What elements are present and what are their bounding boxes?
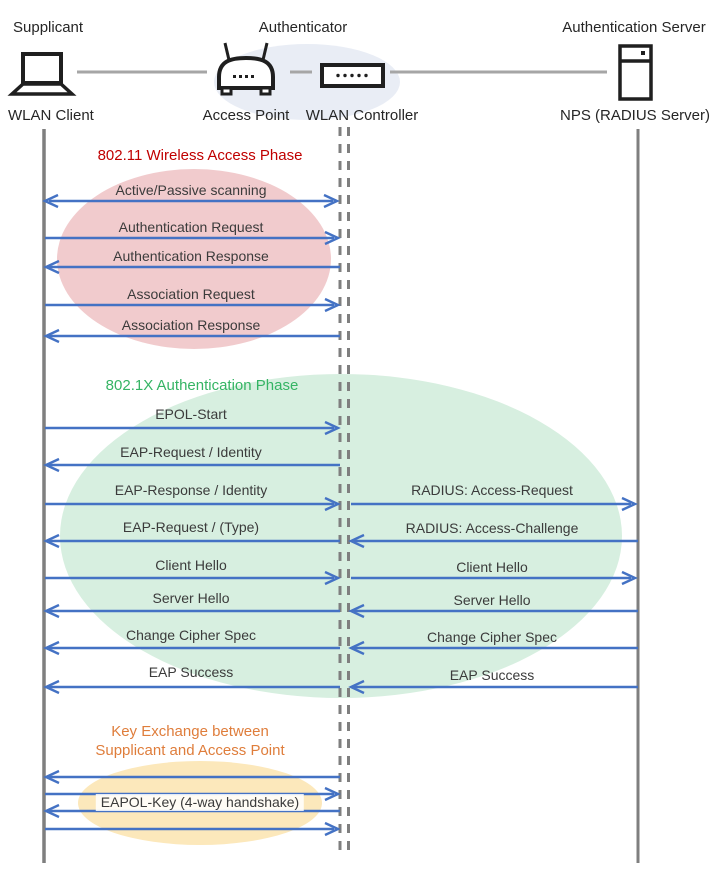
- message-label: Change Cipher Spec: [126, 627, 256, 643]
- message-label: RADIUS: Access-Request: [411, 482, 573, 498]
- access-point-icon: [217, 42, 275, 96]
- message-label: Client Hello: [456, 559, 528, 575]
- device-label-nps-server: NPS (RADIUS Server): [559, 107, 711, 124]
- message-label: RADIUS: Access-Challenge: [405, 520, 579, 536]
- arrow-eap-success-right: [348, 679, 638, 695]
- message-label: EAP-Request / (Type): [122, 519, 260, 535]
- message-label: Client Hello: [155, 557, 227, 573]
- message-label: Active/Passive scanning: [115, 182, 267, 198]
- arrow-client-hello-left: [45, 570, 341, 586]
- message-label: Server Hello: [453, 592, 531, 608]
- arrow-change-cipher-spec-left: [43, 640, 340, 656]
- arrow-eapol-key-1: [43, 769, 340, 785]
- laptop-icon: [7, 52, 77, 96]
- arrow-eap-request-type: [43, 533, 340, 549]
- device-label-access-point: Access Point: [202, 107, 290, 124]
- message-label: Association Response: [121, 317, 261, 333]
- message-label: EAP Success: [148, 664, 234, 680]
- message-label: Authentication Request: [118, 219, 264, 235]
- message-label-eapol-key: EAPOL-Key (4-way handshake): [95, 794, 305, 811]
- arrow-association-response: [43, 328, 340, 344]
- arrow-eap-response-identity: [45, 496, 341, 512]
- arrow-authentication-response: [43, 259, 340, 275]
- message-label: EAP Success: [449, 667, 535, 683]
- message-label: Change Cipher Spec: [427, 629, 557, 645]
- message-label: Association Request: [127, 286, 255, 302]
- role-authentication-server: Authentication Server: [562, 19, 706, 36]
- lifeline-wlan-controller: [338, 127, 350, 857]
- role-supplicant: Supplicant: [13, 19, 84, 36]
- arrow-epol-start: [45, 420, 341, 436]
- arrow-change-cipher-spec-right: [348, 640, 638, 656]
- device-label-wlan-controller: WLAN Controller: [305, 107, 419, 124]
- message-label: Authentication Response: [113, 248, 269, 264]
- message-label: EAP-Request / Identity: [120, 444, 262, 460]
- arrow-eap-success-left: [43, 679, 340, 695]
- arrow-authentication-request: [45, 230, 341, 246]
- role-authenticator: Authenticator: [258, 19, 348, 36]
- arrow-eapol-key-3: [43, 803, 340, 819]
- arrow-active-passive-scanning: [42, 193, 340, 209]
- message-label: EAP-Response / Identity: [114, 482, 268, 498]
- arrow-client-hello-right: [351, 570, 638, 586]
- wlan-controller-icon: [320, 63, 385, 88]
- message-label: EPOL-Start: [155, 406, 227, 422]
- server-icon: [618, 44, 653, 101]
- device-label-wlan-client: WLAN Client: [8, 107, 94, 124]
- phase2-title: 802.1X Authentication Phase: [105, 377, 299, 394]
- arrow-association-request: [45, 297, 341, 313]
- arrow-eap-request-identity: [43, 457, 340, 473]
- arrow-radius-access-request: [351, 496, 638, 512]
- arrow-server-hello-right: [348, 603, 638, 619]
- phase1-title: 802.11 Wireless Access Phase: [97, 147, 303, 164]
- phase3-title: Key Exchange between Supplicant and Acce…: [95, 723, 285, 759]
- arrow-eapol-key-4: [45, 821, 341, 837]
- arrow-server-hello-left: [43, 603, 340, 619]
- message-label: Server Hello: [152, 590, 230, 606]
- arrow-radius-access-challenge: [348, 533, 638, 549]
